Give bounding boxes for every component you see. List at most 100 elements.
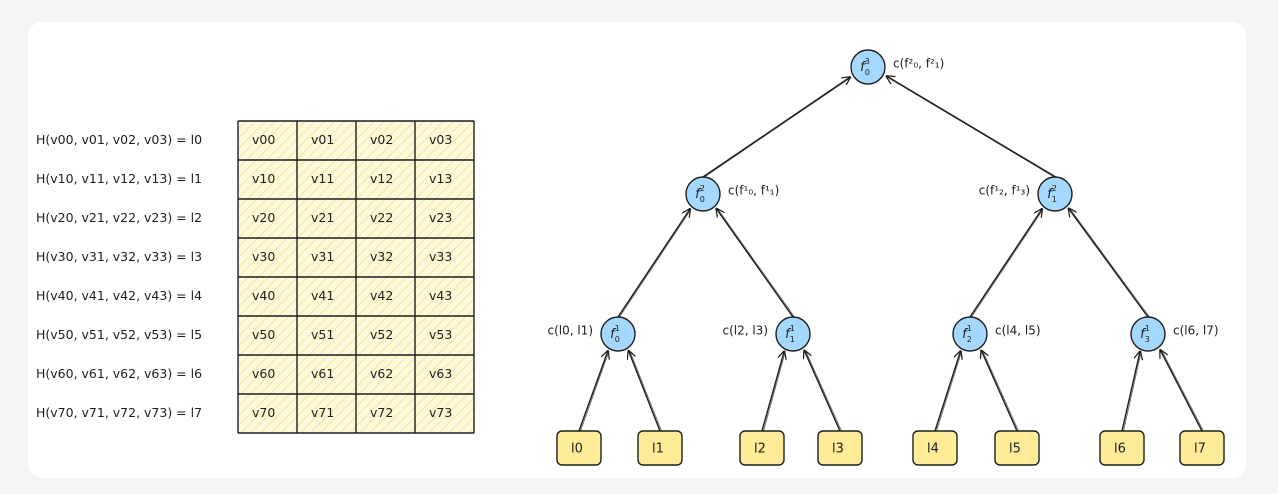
leaf-edge [629, 351, 661, 432]
table-cell: v61 [311, 366, 334, 381]
leaf-box [556, 430, 602, 466]
leaf-edge [981, 350, 1018, 432]
leaf-edge-sketch [936, 351, 963, 432]
hash-label: H(v70, v71, v72, v73) = l7 [36, 405, 202, 420]
inner-edge [716, 209, 794, 318]
leaf-edge [761, 351, 784, 432]
table-cell: v33 [429, 249, 452, 264]
table-cell: v00 [252, 132, 275, 147]
leaf-label: l7 [1194, 442, 1206, 457]
table-cell: v60 [252, 366, 275, 381]
leaf-edge-sketch [629, 350, 662, 432]
table-cell: v40 [252, 288, 275, 303]
node-caption: c(f²₀, f²₁) [893, 57, 944, 71]
table-cell: v43 [429, 288, 452, 303]
node-circle [952, 316, 988, 352]
hash-label: H(v40, v41, v42, v43) = l4 [36, 288, 202, 303]
table-cell: v51 [311, 327, 334, 342]
leaf-node: l7 [1179, 430, 1225, 466]
hash-label: H(v30, v31, v32, v33) = l3 [36, 249, 202, 264]
leaf-edge-sketch [982, 350, 1019, 432]
leaf-node: l4 [912, 430, 958, 466]
node-caption: c(l0, l1) [547, 324, 593, 338]
leaf-box [912, 430, 958, 466]
table-cell: v22 [370, 210, 393, 225]
leaf-label: l4 [927, 442, 939, 457]
table-cell: v62 [370, 366, 393, 381]
leaf-edge [1121, 352, 1140, 432]
table-cell: v72 [370, 405, 393, 420]
leaf-label: l2 [754, 442, 766, 457]
inner-edge [1069, 209, 1149, 318]
table-cell: v42 [370, 288, 393, 303]
table-cell: v02 [370, 132, 393, 147]
node-circle [775, 316, 811, 352]
table-cell: v50 [252, 327, 275, 342]
hash-label: H(v50, v51, v52, v53) = l5 [36, 327, 202, 342]
table-cell: v41 [311, 288, 334, 303]
inner-edge-sketch [717, 208, 795, 318]
leaf-label: l3 [832, 442, 844, 457]
leaf-label: l5 [1009, 442, 1021, 457]
hash-label: H(v20, v21, v22, v23) = l2 [36, 210, 202, 225]
table-cell: v63 [429, 366, 452, 381]
table-cell: v10 [252, 171, 275, 186]
node-circle [1130, 316, 1166, 352]
table-cell: v71 [311, 405, 334, 420]
leaf-box [817, 430, 863, 466]
node-caption: c(l6, l7) [1173, 324, 1219, 338]
table-cell: v13 [429, 171, 452, 186]
table-cell: v01 [311, 132, 334, 147]
leaf-edge-sketch [805, 350, 842, 432]
hash-label: H(v00, v01, v02, v03) = l0 [36, 132, 202, 147]
table-cell: v03 [429, 132, 452, 147]
leaf-node: l0 [556, 430, 602, 466]
root-edge [702, 77, 850, 178]
inner-edge [969, 209, 1042, 318]
table-cell: v52 [370, 327, 393, 342]
table-cell: v53 [429, 327, 452, 342]
leaf-edge [578, 351, 608, 432]
leaf-label: l6 [1114, 442, 1126, 457]
leaf-node: l5 [994, 430, 1040, 466]
leaf-edge-sketch [1161, 349, 1204, 432]
table-cell: v11 [311, 171, 334, 186]
node-circle [850, 49, 886, 85]
leaf-box [637, 430, 683, 466]
table-cell: v20 [252, 210, 275, 225]
table-cell: v21 [311, 210, 334, 225]
table-cell: v73 [429, 405, 452, 420]
leaf-label: l0 [571, 442, 583, 457]
table-cell: v32 [370, 249, 393, 264]
leaf-node: l1 [637, 430, 683, 466]
leaf-edge-sketch [1123, 351, 1142, 432]
inner-edge-sketch [1069, 208, 1150, 318]
hash-label: H(v10, v11, v12, v13) = l1 [36, 171, 202, 186]
inner-edge [617, 209, 690, 318]
leaf-node: l6 [1099, 430, 1145, 466]
leaf-label: l1 [652, 442, 664, 457]
table-cell: v12 [370, 171, 393, 186]
root-edge-sketch [887, 75, 1057, 178]
hash-label: H(v60, v61, v62, v63) = l6 [36, 366, 202, 381]
leaf-edge-sketch [580, 350, 610, 432]
hash-labels: H(v00, v01, v02, v03) = l0 H(v10, v11, v1… [36, 132, 202, 420]
node-caption: c(l2, l3) [722, 324, 768, 338]
node-caption: c(l4, l5) [995, 324, 1041, 338]
diagram-canvas [28, 22, 1246, 478]
root-edge-sketch [704, 76, 852, 178]
leaf-edge [804, 350, 841, 432]
table-cell: v70 [252, 405, 275, 420]
table-cell: v31 [311, 249, 334, 264]
leaf-box [1179, 430, 1225, 466]
tree-edges [578, 75, 1204, 432]
inner-edge-sketch [971, 208, 1044, 318]
leaf-box [739, 430, 785, 466]
